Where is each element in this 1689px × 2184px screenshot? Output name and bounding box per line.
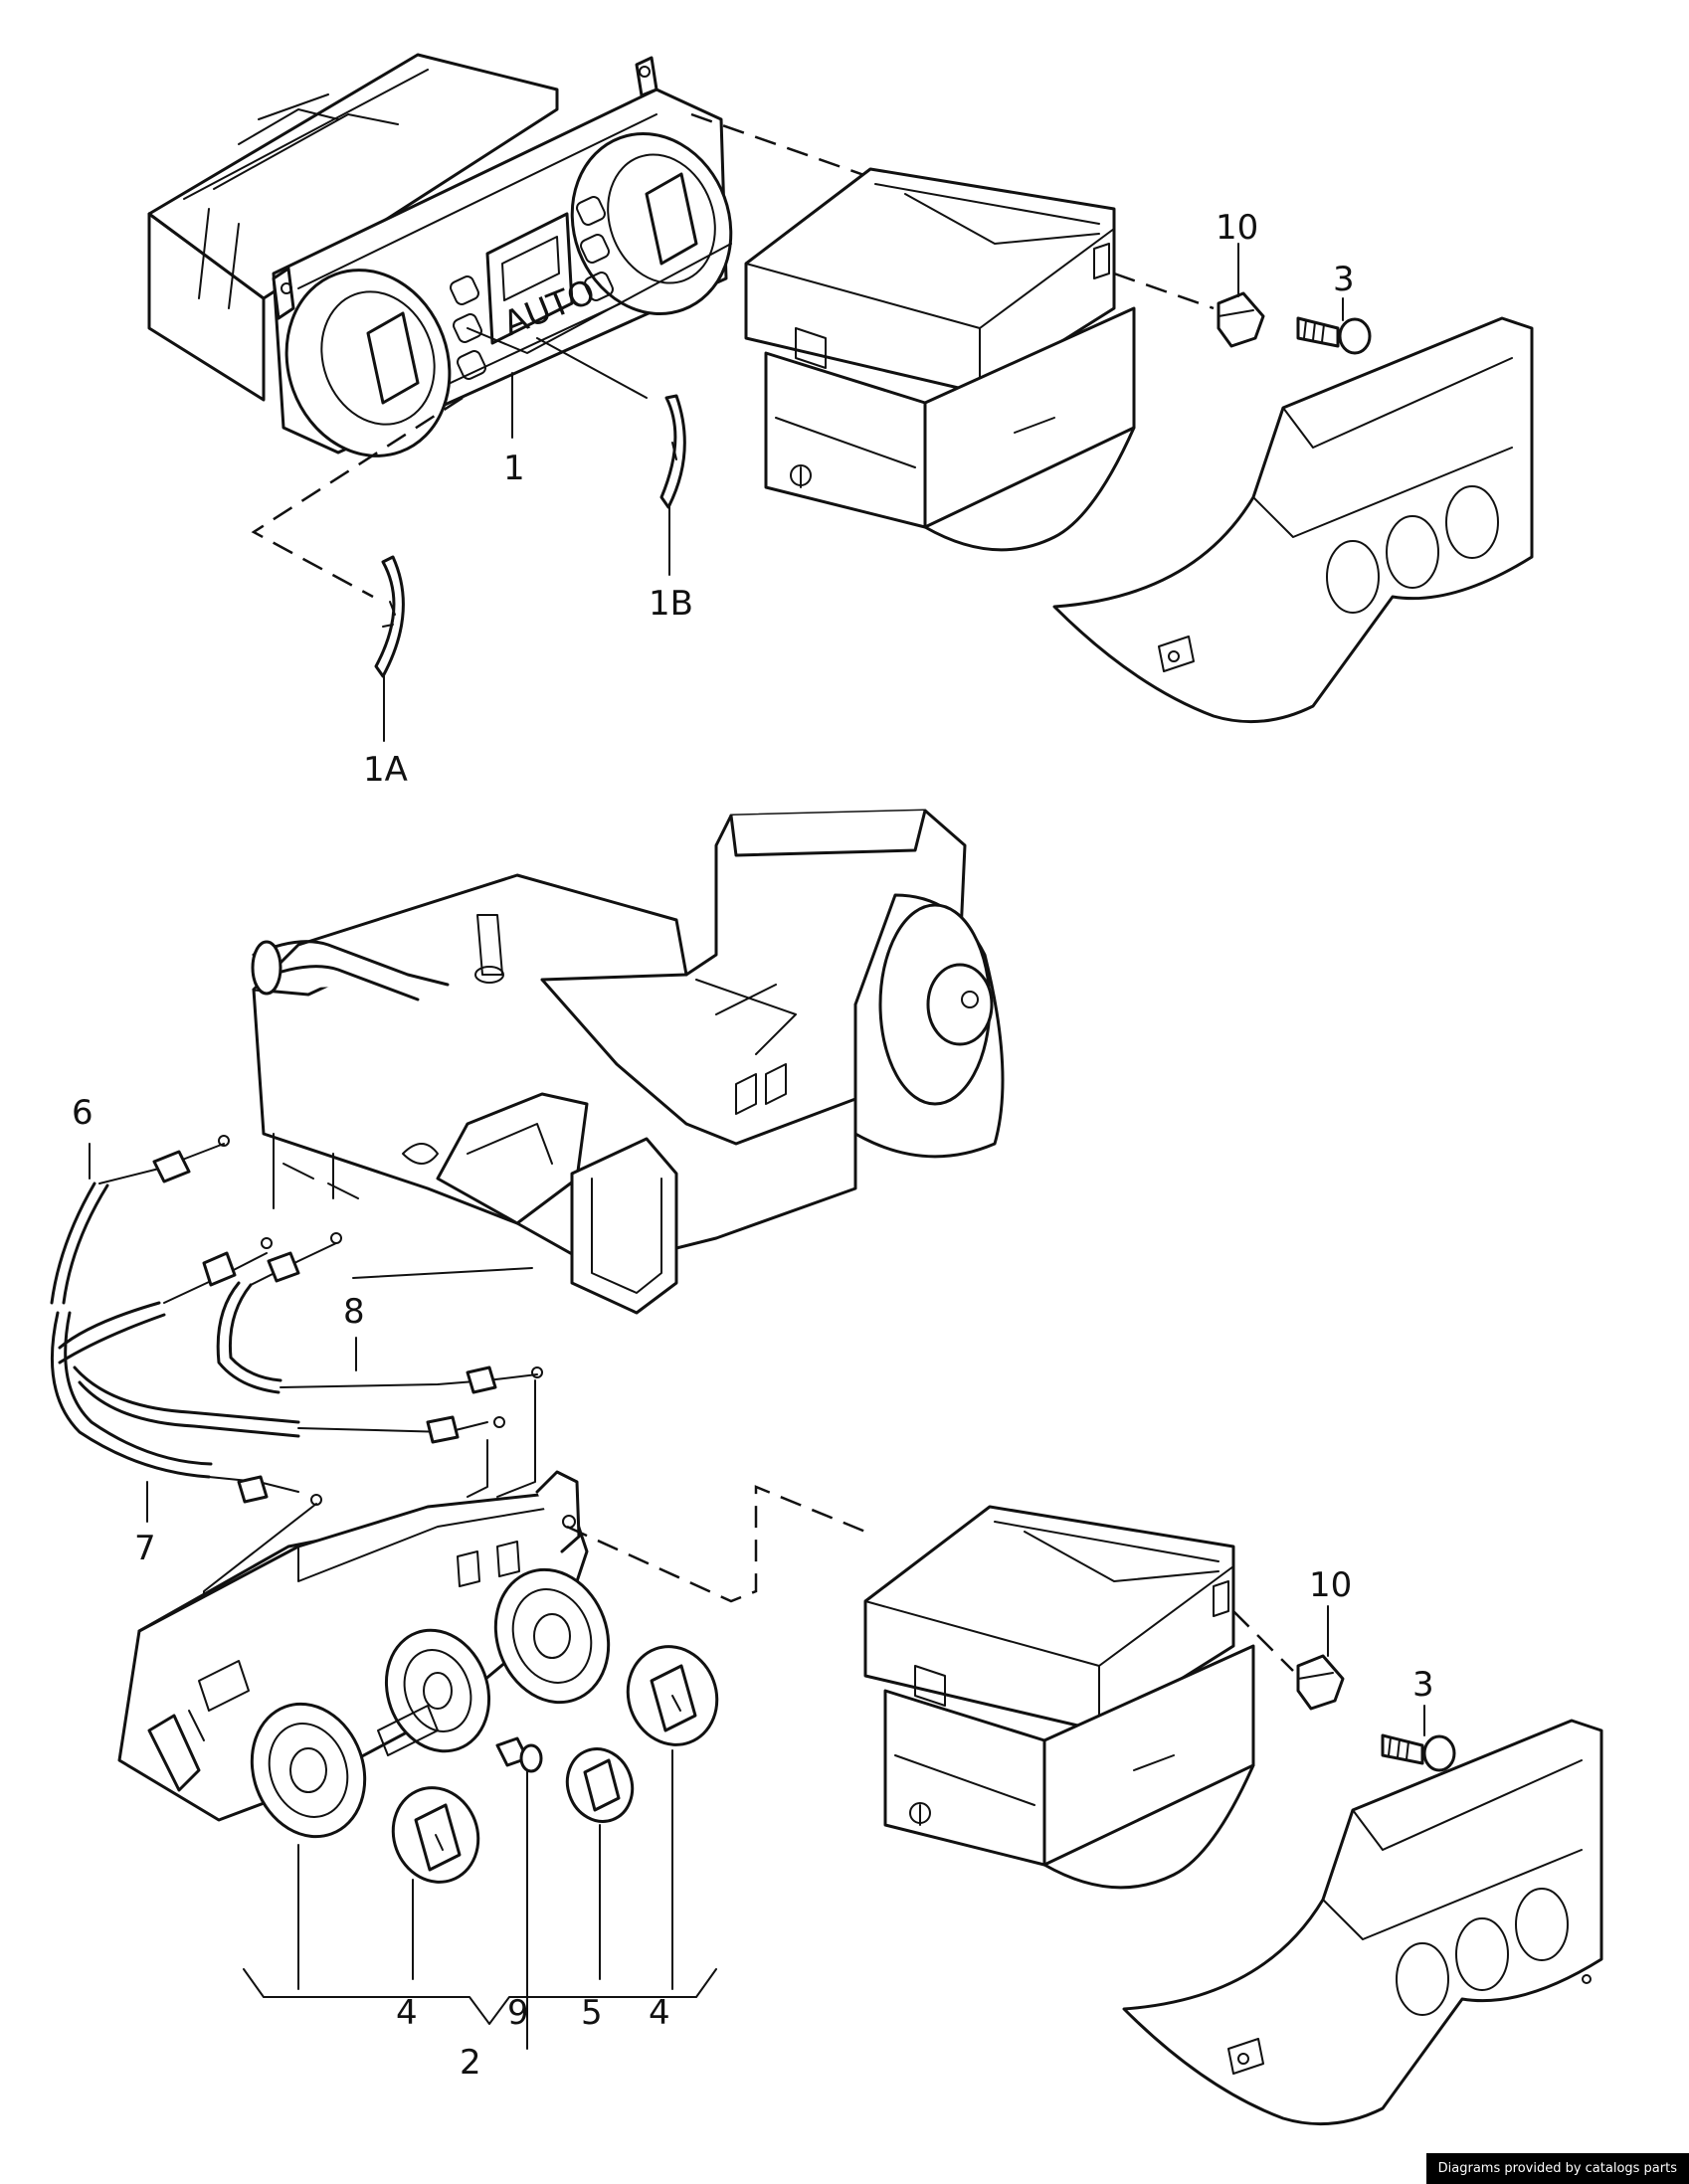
mounting-frame-bottom: [863, 1505, 1255, 1890]
knob-4-right: [626, 1645, 719, 1746]
label-part-1a: 1A: [363, 750, 408, 790]
knob-5: [565, 1747, 635, 1823]
heater-housing: [251, 809, 1005, 1315]
bowden-cables: [50, 1135, 543, 1506]
bulb-9: [495, 1736, 543, 1773]
screw-3-top: [1296, 316, 1372, 355]
screw-3-bottom: [1381, 1733, 1456, 1772]
label-part-8: 8: [343, 1292, 365, 1332]
label-part-5: 5: [581, 1993, 603, 2033]
climatronic-control-unit: AUTO: [147, 53, 733, 457]
label-part-9: 9: [507, 1993, 529, 2033]
label-part-6: 6: [72, 1093, 94, 1133]
label-part-4-right: 4: [649, 1993, 670, 2033]
cap-1a: [374, 555, 405, 678]
dash-bezel-bottom: [1122, 1719, 1603, 2126]
label-part-1b: 1B: [649, 584, 693, 624]
clip-10-top: [1217, 291, 1265, 348]
label-part-1: 1: [503, 449, 525, 488]
diagram-credit: Diagrams provided by catalogs parts: [1425, 2153, 1689, 2184]
label-part-10-top: 10: [1216, 208, 1258, 248]
label-part-4-left: 4: [396, 1993, 418, 2033]
mounting-frame-top: [744, 167, 1136, 552]
label-part-3-top: 3: [1333, 260, 1355, 299]
clip-10-bottom: [1296, 1654, 1345, 1711]
manual-control-unit: [117, 1470, 611, 1839]
label-part-2: 2: [460, 2043, 481, 2083]
label-part-3-bottom: 3: [1412, 1665, 1434, 1705]
label-part-7: 7: [134, 1529, 156, 1568]
cap-1b: [659, 394, 686, 509]
dash-bezel-top: [1052, 316, 1534, 724]
knob-4-left: [391, 1786, 480, 1884]
label-part-10-bottom: 10: [1309, 1565, 1352, 1605]
